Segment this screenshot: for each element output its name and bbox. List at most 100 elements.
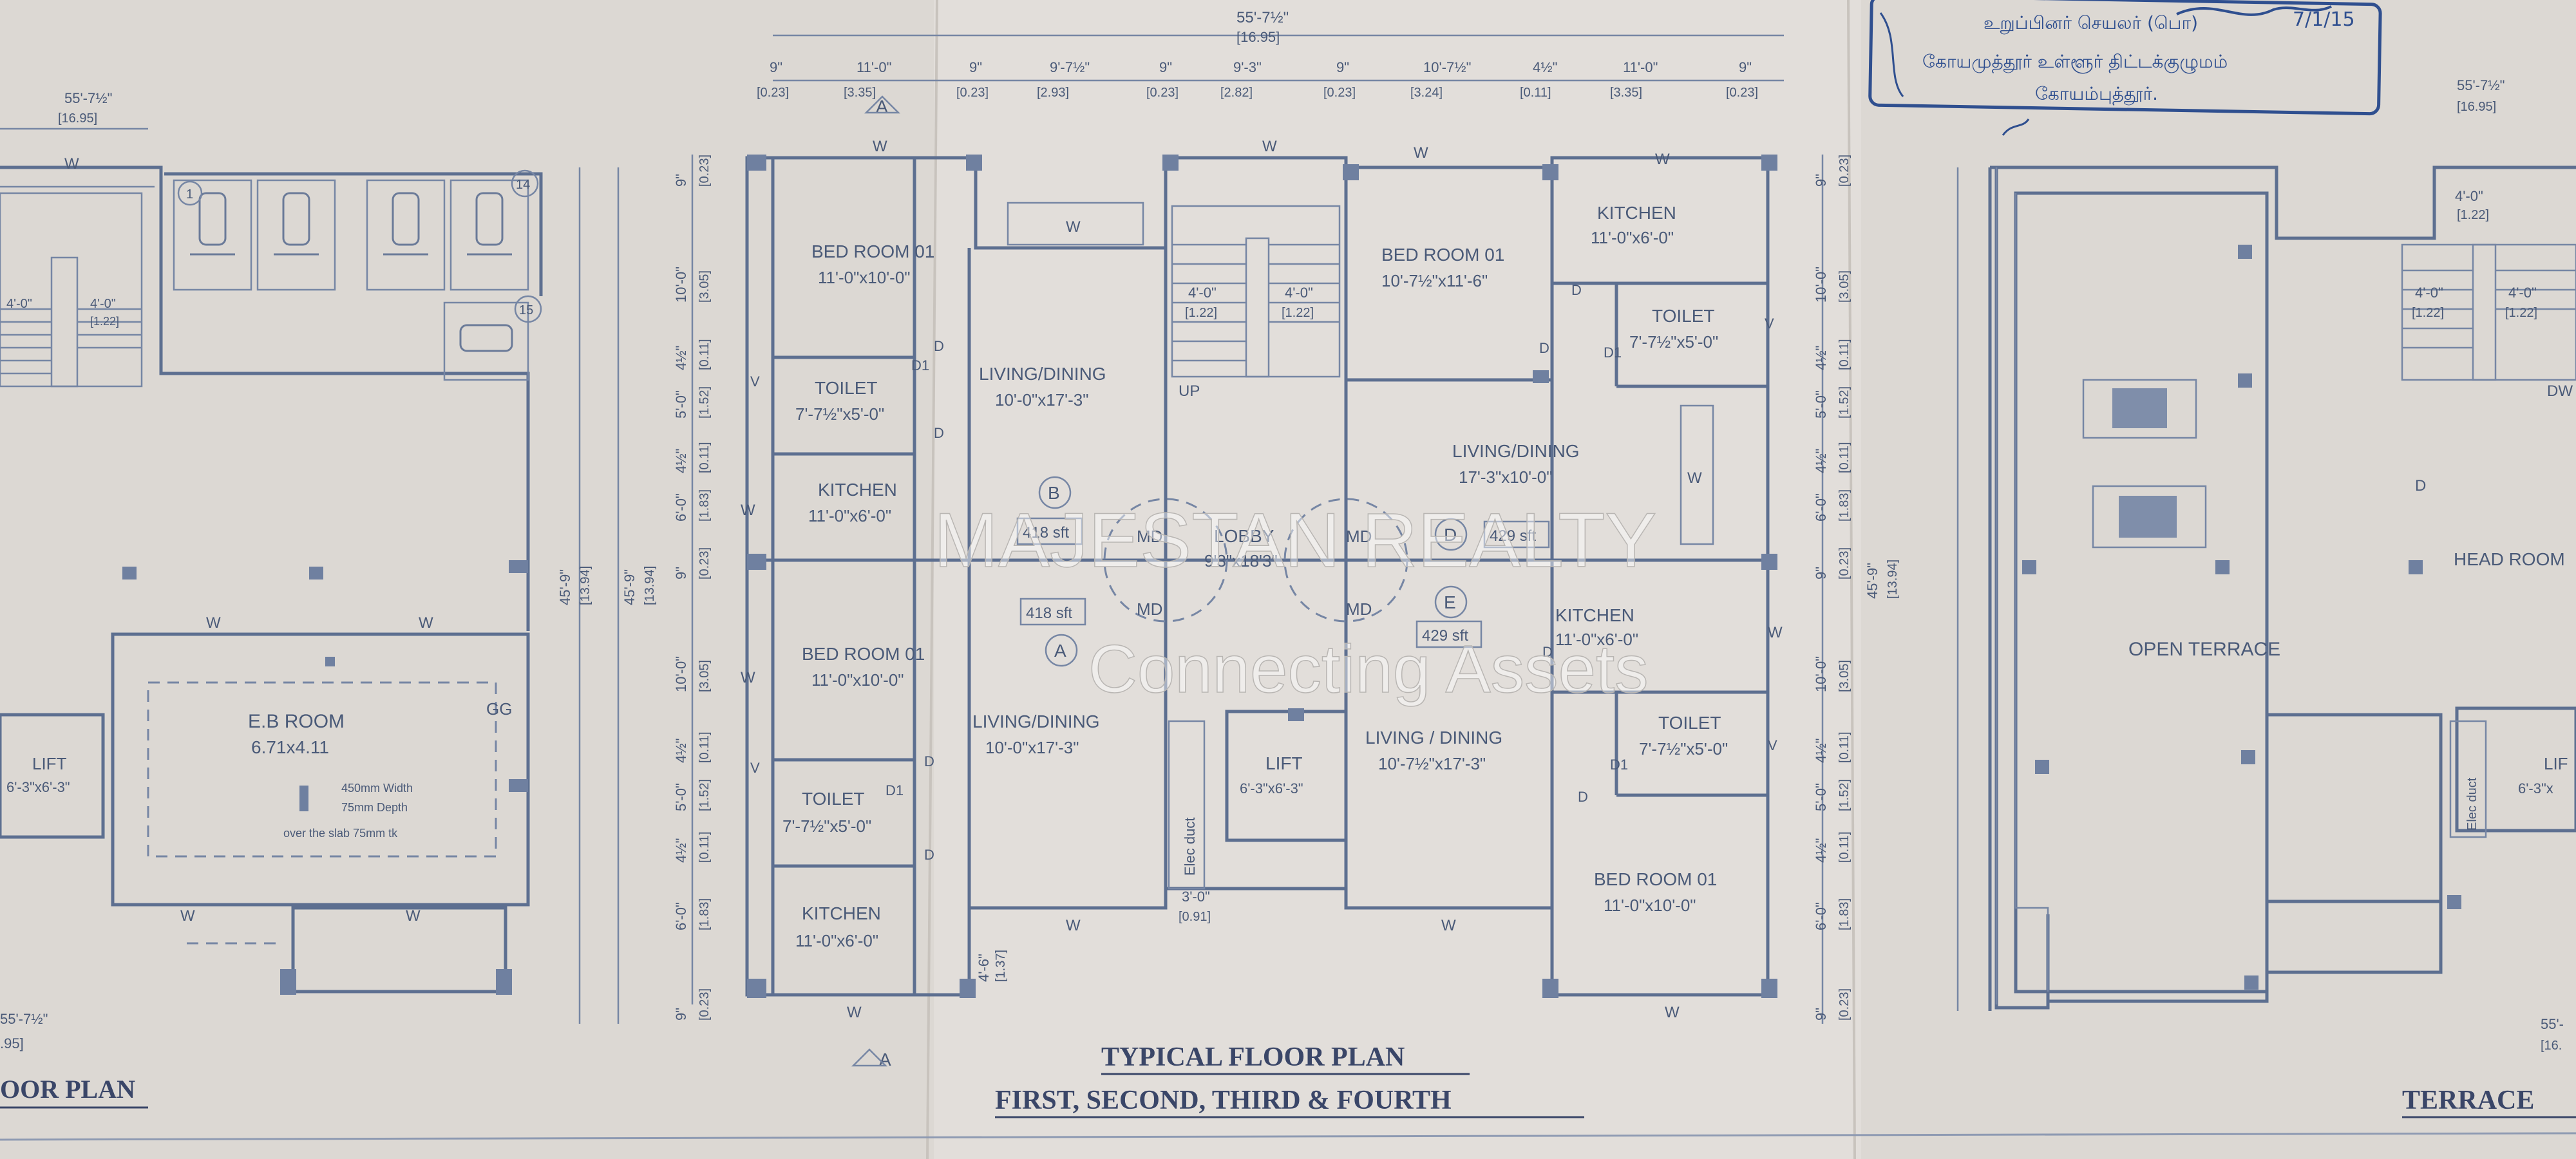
top-dim-m-3: [2.93] — [1037, 86, 1069, 100]
top-dim-m-8: [0.11] — [1520, 86, 1551, 100]
a-window-side: W — [741, 669, 755, 686]
typical-subtitle: FIRST, SECOND, THIRD & FOURTH — [995, 1086, 1452, 1115]
typical-stair-dim-m: [1.22] — [1185, 306, 1217, 320]
side-dim-m-1: [3.05] — [697, 270, 712, 303]
left-columns — [122, 560, 528, 995]
terrace-dw: DW — [2547, 382, 2573, 400]
side-dim-11: 6'-0" — [673, 902, 689, 930]
b-kitchen-size: 11'-0"x6'-0" — [808, 506, 891, 525]
stair-up-label: UP — [1179, 382, 1200, 400]
eb-room-wall — [111, 632, 530, 907]
right-dim-m-2: [0.11] — [1837, 339, 1852, 370]
bottom-dim-m: [1.37] — [994, 950, 1008, 982]
e-kitchen-size: 11'-0"x6'-0" — [1555, 630, 1638, 649]
parking-number-1-label: 1 — [186, 187, 193, 202]
b-bedroom-label: BED ROOM 01 — [811, 241, 934, 261]
eb-note-2: 75mm Depth — [341, 801, 408, 814]
unit-d-letter: D — [1444, 525, 1457, 545]
d-living-label: LIVING/DINING — [1452, 441, 1580, 461]
top-dim-m-4: [0.23] — [1146, 86, 1179, 100]
elec-duct-label: Elec duct — [1182, 818, 1198, 876]
typical-stair-dim: 4'-0" — [1188, 285, 1217, 301]
unit-d-marker — [1434, 518, 1468, 551]
unit-e-marker — [1434, 585, 1468, 619]
e-window-bottom-2: W — [1665, 1004, 1680, 1021]
typical-lift-label: LIFT — [1265, 753, 1303, 773]
left-bottom-dim-m: .95] — [0, 1035, 24, 1051]
elec-duct-box — [1168, 720, 1206, 890]
d-kitchen-window: W — [1655, 151, 1670, 168]
parking-number-1 — [177, 180, 203, 206]
terrace-plan: OPEN TERRACE LIF 6'-3"x Elec duct HEAD R… — [1956, 77, 2576, 1118]
d-toilet-size: 7'-7½"x5'-0" — [1629, 332, 1718, 352]
left-overall-dim-m: [16.95] — [58, 111, 97, 126]
unit-d-area-box — [1483, 520, 1550, 549]
car-icon — [190, 192, 513, 352]
lobby-dim: 3'-0" — [1182, 889, 1210, 905]
terrace-top-dim-m: [16.95] — [2457, 100, 2496, 114]
b-living-size: 10'-0"x17'-3" — [995, 390, 1088, 410]
side-dim-1: 10'-0" — [673, 267, 689, 303]
typical-top-total: 55'-7½" — [1236, 9, 1289, 26]
gg-label: GG — [486, 699, 512, 719]
eb-window-3: W — [180, 907, 195, 925]
left-lift-label: LIFT — [32, 754, 67, 773]
stamp-line-3: கோயம்புத்தூர். — [2035, 83, 2158, 106]
paper-fold-2 — [1847, 0, 1856, 1159]
left-parking-wall — [164, 172, 543, 296]
d-window-top: W — [1414, 144, 1428, 162]
section-arrow-bottom — [851, 1048, 888, 1067]
e-bedroom-size: 11'-0"x10'-0" — [1604, 896, 1696, 915]
left-side-dim-2-m: [13.94] — [643, 566, 657, 605]
terrace-lift-box — [2455, 706, 2576, 833]
right-dim-m-4: [0.11] — [1837, 442, 1852, 473]
eb-room-trench — [147, 681, 497, 858]
right-dim-9: 5'-0" — [1813, 783, 1829, 811]
side-dim-m-2: [0.11] — [697, 339, 712, 370]
watermark: MAJESTAN REALTY Connecting Assets — [933, 496, 1657, 708]
side-dim-12: 9" — [673, 1008, 689, 1021]
side-dim-m-4: [0.11] — [697, 442, 712, 473]
typical-columns — [747, 155, 1777, 998]
left-stair-treads — [0, 308, 142, 375]
md-door-a: MD — [1137, 599, 1162, 619]
terrace-bottom-dim-m: [16. — [2541, 1039, 2562, 1053]
d-bedroom-label: BED ROOM 01 — [1381, 245, 1504, 265]
lobby-door-swing-left — [1103, 498, 1228, 623]
terrace-stair-dim-2: 4'-0" — [2508, 285, 2537, 301]
unit-a-marker — [1045, 634, 1078, 667]
e-window-bottom: W — [1441, 917, 1456, 934]
b-toilet-size: 7'-7½"x5'-0" — [795, 404, 884, 424]
right-dim-m-10: [0.11] — [1837, 831, 1852, 863]
e-window-side: W — [1768, 624, 1783, 641]
right-dim-m-3: [1.52] — [1837, 386, 1852, 419]
side-dim-m-12: [0.23] — [697, 988, 712, 1021]
stamp-emblem — [1879, 12, 1904, 97]
eb-window-4: W — [406, 907, 421, 925]
lobby-window-top: W — [1262, 138, 1277, 155]
left-stair-dim-2: 4'-0" — [90, 297, 116, 311]
terrace-stair-dim: 4'-0" — [2415, 285, 2443, 301]
parking-number-15-label: 15 — [519, 303, 533, 317]
lobby-dim-m: [0.91] — [1179, 910, 1211, 924]
right-dim-12: 9" — [1813, 1008, 1829, 1021]
stamp-border — [1868, 0, 2382, 116]
top-dim-0: 9" — [770, 59, 782, 75]
terrace-lift-label: LIF — [2544, 754, 2568, 773]
side-dim-m-10: [0.11] — [697, 831, 712, 863]
terrace-lift-size: 6'-3"x — [2518, 780, 2553, 796]
right-dim-m-6: [0.23] — [1837, 547, 1852, 580]
a-bedroom-label: BED ROOM 01 — [802, 644, 925, 664]
parking-bays — [173, 179, 529, 381]
top-dim-1: 11'-0" — [857, 59, 891, 75]
unit-e-area: 429 sft — [1422, 627, 1468, 645]
e-door-d: D — [1542, 644, 1553, 660]
top-dim-5: 9'-3" — [1233, 59, 1262, 75]
side-dim-0: 9" — [673, 174, 689, 187]
unit-b-area: 418 sft — [1023, 524, 1069, 542]
side-dim-m-6: [0.23] — [697, 547, 712, 580]
right-dim-10: 4½" — [1813, 838, 1829, 863]
a-door-d-2: D — [924, 847, 934, 863]
a-bedroom-size: 11'-0"x10'-0" — [811, 670, 904, 690]
terrace-outer-wall — [1994, 167, 2443, 1010]
